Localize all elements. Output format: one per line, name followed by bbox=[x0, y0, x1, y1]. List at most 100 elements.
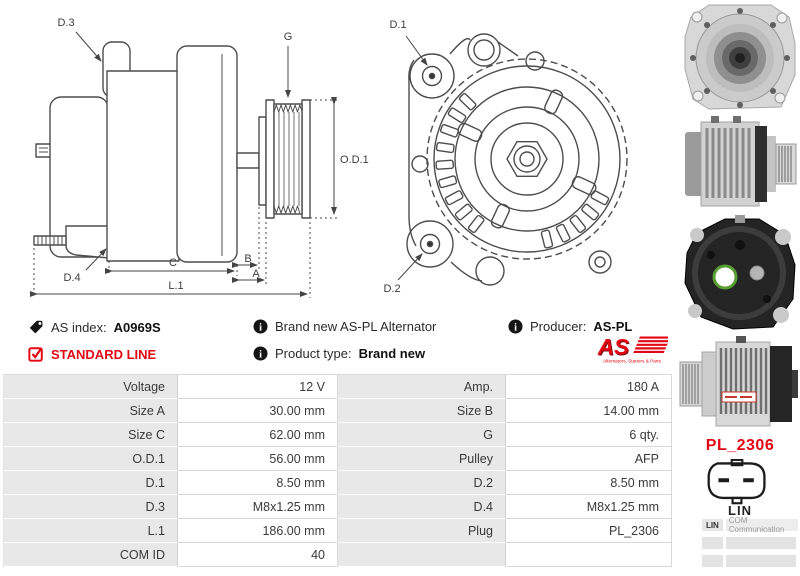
tag-icon bbox=[29, 320, 43, 334]
spec-label-cell: O.D.1 bbox=[4, 447, 178, 471]
com-header-label: COM Communication bbox=[725, 516, 798, 534]
product-photo-front bbox=[683, 3, 797, 118]
spec-label-cell: D.4 bbox=[338, 495, 506, 519]
logo-tagline: Alternators, Starters & Parts bbox=[603, 359, 662, 364]
spec-value-cell: M8x1.25 mm bbox=[178, 495, 338, 519]
as-index-label: AS index: bbox=[51, 319, 107, 335]
dim-label-d2: D.2 bbox=[383, 283, 400, 295]
logo-stripes bbox=[633, 336, 671, 354]
side-view-svg: D.3 G O.D.1 D.4 C B A L.1 bbox=[30, 17, 369, 298]
com-communication-table: LIN COM Communication bbox=[702, 516, 798, 573]
product-photo-rear bbox=[681, 215, 799, 338]
product-type-row: i Product type: Brand new bbox=[253, 346, 425, 361]
info-icon: i bbox=[253, 346, 268, 361]
vent-slots bbox=[435, 93, 610, 249]
as-index-value: A0969S bbox=[113, 319, 161, 335]
dim-label-a: A bbox=[252, 268, 260, 280]
svg-text:i: i bbox=[514, 322, 517, 333]
dim-label-d4: D.4 bbox=[63, 272, 80, 284]
side-view-dimensions bbox=[30, 31, 340, 298]
producer-row: i Producer: AS-PL bbox=[508, 319, 632, 334]
com-row-empty bbox=[702, 555, 798, 567]
description-text: Brand new AS-PL Alternator bbox=[275, 319, 437, 334]
spec-row: D.3 M8x1.25 mm D.4 M8x1.25 mm bbox=[4, 495, 672, 519]
spec-table: Voltage 12 V Amp. 180 A Size A 30.00 mm … bbox=[3, 374, 672, 567]
plug-name: PL_2306 bbox=[705, 437, 775, 454]
spec-value-cell: 8.50 mm bbox=[178, 471, 338, 495]
spec-label-cell: Amp. bbox=[338, 375, 506, 399]
side-view-drawing: D.3 G O.D.1 D.4 C B A L.1 bbox=[6, 4, 374, 304]
spec-row: D.1 8.50 mm D.2 8.50 mm bbox=[4, 471, 672, 495]
svg-text:AS: AS bbox=[597, 335, 629, 360]
spec-value-cell bbox=[506, 543, 672, 567]
dim-label-d1: D.1 bbox=[389, 19, 406, 31]
spec-row: Size C 62.00 mm G 6 qty. bbox=[4, 423, 672, 447]
spec-label-cell bbox=[338, 543, 506, 567]
front-view-drawing: D.1 D.2 bbox=[372, 4, 672, 304]
spec-label-cell: D.1 bbox=[4, 471, 178, 495]
svg-text:i: i bbox=[259, 322, 262, 333]
spec-value-cell: AFP bbox=[506, 447, 672, 471]
com-cell-empty bbox=[702, 537, 723, 549]
info-icon: i bbox=[508, 319, 523, 334]
spec-value-cell: 14.00 mm bbox=[506, 399, 672, 423]
alternator-side-body bbox=[33, 41, 311, 263]
spec-value-cell: 12 V bbox=[178, 375, 338, 399]
svg-text:i: i bbox=[259, 349, 262, 360]
dim-label-l1: L.1 bbox=[168, 280, 183, 292]
spec-row: O.D.1 56.00 mm Pulley AFP bbox=[4, 447, 672, 471]
spec-value-cell: 56.00 mm bbox=[178, 447, 338, 471]
front-view-svg: D.1 D.2 bbox=[383, 19, 628, 295]
description-row: i Brand new AS-PL Alternator bbox=[253, 319, 436, 334]
as-pl-logo: AS AS Alternators, Starters & Parts bbox=[596, 333, 671, 372]
com-row-empty bbox=[702, 537, 798, 549]
spec-row: Size A 30.00 mm Size B 14.00 mm bbox=[4, 399, 672, 423]
standard-line-row: STANDARD LINE bbox=[28, 346, 156, 362]
info-icon: i bbox=[253, 319, 268, 334]
front-view-labels: D.1 D.2 bbox=[383, 19, 406, 295]
dim-label-c: C bbox=[169, 257, 177, 269]
standard-line-label: STANDARD LINE bbox=[51, 346, 157, 362]
producer-label: Producer: bbox=[530, 319, 587, 334]
spec-label-cell: D.3 bbox=[4, 495, 178, 519]
spec-label-cell: D.2 bbox=[338, 471, 506, 495]
com-cell-empty bbox=[726, 555, 796, 567]
spec-label-cell: Pulley bbox=[338, 447, 506, 471]
spec-value-cell: PL_2306 bbox=[506, 519, 672, 543]
product-photo-side-left bbox=[678, 336, 800, 437]
spec-label-cell: COM ID bbox=[4, 543, 178, 567]
spec-value-cell: 6 qty. bbox=[506, 423, 672, 447]
mounting-ears bbox=[406, 33, 612, 286]
spec-value-cell: 40 bbox=[178, 543, 338, 567]
product-type-label: Product type: bbox=[275, 346, 352, 361]
spec-value-cell: M8x1.25 mm bbox=[506, 495, 672, 519]
plug-type-label: LIN bbox=[728, 503, 752, 518]
spec-value-cell: 180 A bbox=[506, 375, 672, 399]
spec-label-cell: L.1 bbox=[4, 519, 178, 543]
spec-row: L.1 186.00 mm Plug PL_2306 bbox=[4, 519, 672, 543]
product-photo-side-right bbox=[681, 114, 799, 219]
dim-label-d3: D.3 bbox=[57, 17, 74, 29]
spec-label-cell: Voltage bbox=[4, 375, 178, 399]
dim-label-b: B bbox=[244, 253, 251, 265]
dim-label-od1: O.D.1 bbox=[340, 154, 369, 166]
spec-value-cell: 30.00 mm bbox=[178, 399, 338, 423]
spec-label-cell: Size C bbox=[4, 423, 178, 447]
com-cell-empty bbox=[702, 555, 723, 567]
spec-value-cell: 186.00 mm bbox=[178, 519, 338, 543]
spec-label-cell: Plug bbox=[338, 519, 506, 543]
product-type-value: Brand new bbox=[358, 346, 426, 361]
spec-value-cell: 8.50 mm bbox=[506, 471, 672, 495]
producer-value: AS-PL bbox=[593, 319, 633, 334]
plug-connector-diagram bbox=[702, 458, 772, 510]
com-cell-empty bbox=[726, 537, 796, 549]
checkbox-checked-icon bbox=[28, 347, 43, 362]
com-header-lin: LIN bbox=[702, 519, 723, 531]
dim-label-g: G bbox=[284, 31, 293, 43]
com-table-header: LIN COM Communication bbox=[702, 516, 798, 534]
side-view-labels: D.3 G O.D.1 D.4 C B A L.1 bbox=[57, 17, 368, 292]
spec-row: Voltage 12 V Amp. 180 A bbox=[4, 375, 672, 399]
spec-label-cell: G bbox=[338, 423, 506, 447]
spec-label-cell: Size A bbox=[4, 399, 178, 423]
